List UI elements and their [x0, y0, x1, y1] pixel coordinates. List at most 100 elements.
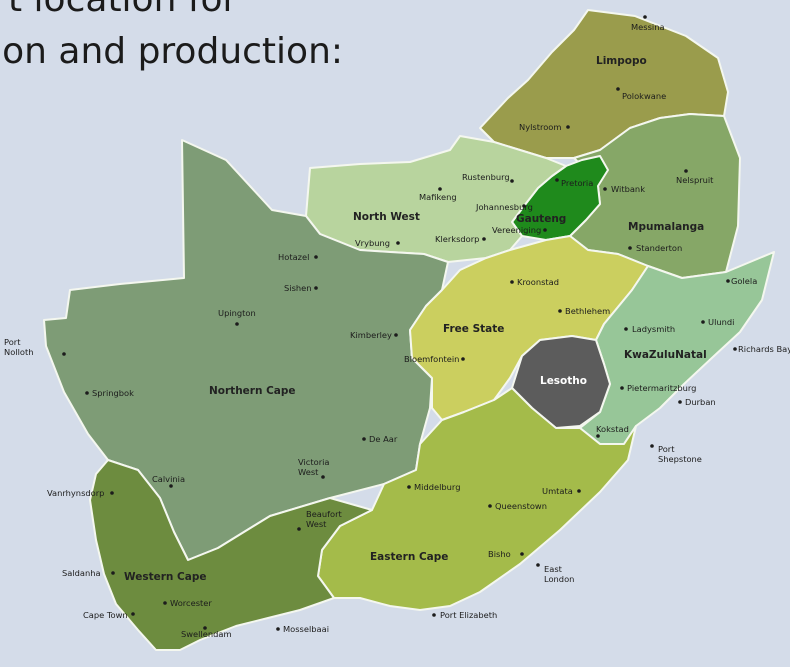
town-dot-umtata: [577, 489, 581, 493]
town-dot-mafikeng: [438, 187, 442, 191]
town-dot-ulundi: [701, 320, 705, 324]
town-label-richards-bay: Richards Bay: [738, 344, 790, 354]
town-dot-hotazel: [314, 255, 318, 259]
town-label-saldanha: Saldanha: [62, 568, 101, 578]
province-western-cape[interactable]: [89, 459, 373, 651]
province-label-gauteng: Gauteng: [516, 213, 566, 225]
town-dot-kokstad: [596, 434, 600, 438]
town-label-ladysmith: Ladysmith: [632, 324, 675, 334]
town-label-upington: Upington: [218, 308, 256, 318]
town-labels-layer: Messina Polokwane Nylstroom Pretoria Wit…: [4, 22, 790, 639]
town-label-kokstad: Kokstad: [596, 424, 629, 434]
provinces-layer: [43, 9, 775, 651]
town-dot-saldanha: [111, 571, 115, 575]
country-lesotho[interactable]: [511, 335, 611, 429]
town-dot-sishen: [314, 286, 318, 290]
town-dot-victoria-west: [321, 475, 325, 479]
town-label-vereeniging: Vereeniging: [492, 225, 541, 235]
town-dot-port-shepstone: [650, 444, 654, 448]
town-label-bethlehem: Bethlehem: [565, 306, 610, 316]
town-label-durban: Durban: [685, 397, 716, 407]
town-label-de-aar: De Aar: [369, 434, 398, 444]
province-labels-layer: Limpopo Mpumalanga Gauteng North West No…: [124, 55, 707, 583]
town-dot-vrybung: [396, 241, 400, 245]
town-label-ulundi: Ulundi: [708, 317, 734, 327]
town-label-polokwane: Polokwane: [622, 91, 666, 101]
town-dot-de-aar: [362, 437, 366, 441]
town-dot-rustenburg: [510, 179, 514, 183]
town-label-kroonstad: Kroonstad: [517, 277, 559, 287]
town-dot-polokwane: [616, 87, 620, 91]
town-dot-beaufort-west: [297, 527, 301, 531]
town-label-mosselbaai: Mosselbaai: [283, 624, 329, 634]
town-dot-port-nolloth: [62, 352, 66, 356]
province-label-north-west: North West: [353, 211, 420, 223]
town-label-vanrhynsdorp: Vanrhynsdorp: [47, 488, 104, 498]
town-label-calvinia: Calvinia: [152, 474, 185, 484]
town-label-standerton: Standerton: [636, 243, 682, 253]
town-label-johannesburg: Johannesburg: [475, 202, 533, 212]
town-dot-east-london: [536, 563, 540, 567]
town-label-rustenburg: Rustenburg: [462, 172, 510, 182]
town-dot-standerton: [628, 246, 632, 250]
province-label-western-cape: Western Cape: [124, 571, 206, 583]
town-label-bloemfontein: Bloemfontein: [404, 354, 459, 364]
town-dot-richards-bay: [733, 347, 737, 351]
town-dot-ladysmith: [624, 327, 628, 331]
town-label-cape-town: Cape Town: [83, 610, 128, 620]
town-dot-vereeniging: [543, 228, 547, 232]
town-dot-golela: [726, 279, 730, 283]
town-label-kimberley: Kimberley: [350, 330, 392, 340]
town-dot-springbok: [85, 391, 89, 395]
town-dot-worcester: [163, 601, 167, 605]
town-dot-calvinia: [169, 484, 173, 488]
province-label-eastern-cape: Eastern Cape: [370, 551, 448, 563]
province-label-kwazulu-natal: KwaZuluNatal: [624, 349, 707, 361]
town-dot-port-elizabeth: [432, 613, 436, 617]
town-dot-nylstroom: [566, 125, 570, 129]
town-label-klerksdorp: Klerksdorp: [435, 234, 479, 244]
town-label-vrybung: Vrybung: [355, 238, 390, 248]
town-dot-swellendam: [203, 626, 207, 630]
town-dot-queenstown: [488, 504, 492, 508]
town-label-queenstown: Queenstown: [495, 501, 547, 511]
town-label-middelburg: Middelburg: [414, 482, 460, 492]
town-label-port-elizabeth: Port Elizabeth: [440, 610, 497, 620]
town-dot-klerksdorp: [482, 237, 486, 241]
town-dots-layer: [62, 15, 737, 631]
town-dot-vanrhynsdorp: [110, 491, 114, 495]
town-dot-nelspruit: [684, 169, 688, 173]
town-dot-witbank: [603, 187, 607, 191]
town-dot-durban: [678, 400, 682, 404]
province-label-free-state: Free State: [443, 323, 504, 335]
town-label-springbok: Springbok: [92, 388, 134, 398]
heading-line-2: tion and production:: [0, 31, 344, 72]
town-label-pretoria: Pretoria: [561, 178, 593, 188]
town-label-swellendam: Swellendam: [181, 629, 232, 639]
province-label-northern-cape: Northern Cape: [209, 385, 296, 397]
town-label-pietermaritzburg: Pietermaritzburg: [627, 383, 696, 393]
country-label-lesotho: Lesotho: [540, 375, 587, 387]
slide-heading: t location for tion and production:: [0, 0, 790, 90]
town-label-witbank: Witbank: [611, 184, 645, 194]
town-label-hotazel: Hotazel: [278, 252, 309, 262]
town-dot-kimberley: [394, 333, 398, 337]
town-dot-kroonstad: [510, 280, 514, 284]
town-dot-johannesburg: [522, 204, 526, 208]
town-label-umtata: Umtata: [542, 486, 573, 496]
province-label-mpumalanga: Mpumalanga: [628, 221, 704, 233]
province-label-limpopo: Limpopo: [596, 55, 647, 67]
town-dot-pretoria: [555, 178, 559, 182]
town-label-nelspruit: Nelspruit: [676, 175, 714, 185]
town-label-sishen: Sishen: [284, 283, 312, 293]
town-label-messina: Messina: [631, 22, 665, 32]
town-dot-upington: [235, 322, 239, 326]
town-label-nylstroom: Nylstroom: [519, 122, 561, 132]
heading-line-1: t location for: [8, 0, 237, 18]
